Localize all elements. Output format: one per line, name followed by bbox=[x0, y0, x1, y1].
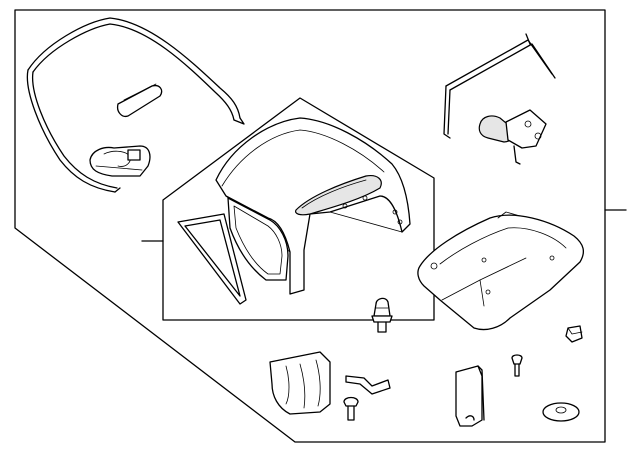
support-rod bbox=[443, 33, 556, 139]
bolt bbox=[511, 354, 523, 377]
bumper-cap bbox=[565, 325, 583, 343]
diagram-border bbox=[14, 9, 606, 443]
trim-pad bbox=[116, 83, 163, 118]
push-pin-fastener bbox=[371, 297, 393, 333]
latch-bracket bbox=[89, 145, 151, 177]
weatherstrip-seal bbox=[26, 17, 245, 193]
hardtop-shell bbox=[215, 117, 411, 295]
grommet bbox=[542, 402, 580, 422]
hardtop-assembly-frame bbox=[162, 97, 435, 321]
clip-bracket bbox=[269, 351, 331, 415]
headliner-panel bbox=[417, 211, 585, 331]
hook-clip bbox=[345, 375, 391, 395]
side-window-glass bbox=[227, 197, 289, 281]
screw bbox=[343, 396, 359, 421]
window-gasket bbox=[177, 213, 247, 305]
latch-handle bbox=[478, 109, 547, 165]
mounting-bracket bbox=[455, 365, 485, 427]
